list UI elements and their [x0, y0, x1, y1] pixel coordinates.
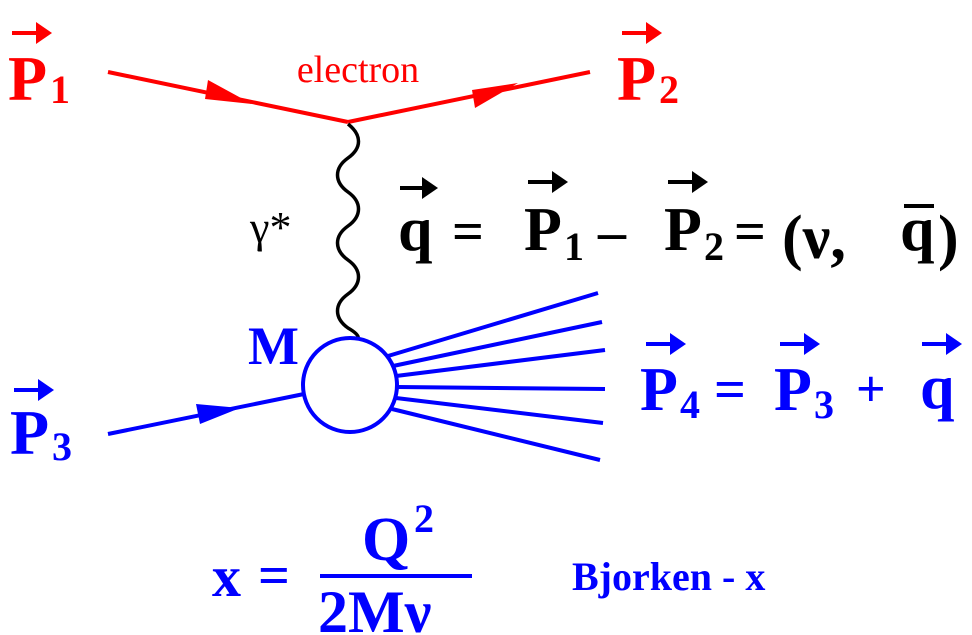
p3-index: 3 [52, 424, 72, 469]
p4-eq-p3-symbol: P [774, 356, 812, 424]
eq-sign-2: = [734, 201, 766, 263]
electron-outgoing-arrowhead [472, 83, 518, 108]
hadron-vertex-blob [301, 336, 399, 434]
bjorken-numerator: Q [362, 506, 410, 574]
p1-index: 1 [50, 67, 70, 112]
tuple-q: q [900, 196, 934, 264]
p3-vector: P 3 [10, 379, 72, 469]
photon-label: γ* [249, 203, 291, 252]
tuple-close: ) [938, 204, 959, 272]
q-eq-p2-index: 2 [704, 224, 724, 269]
plus-sign: + [856, 361, 886, 418]
bjorken-formula: x = Q 2 2Mν Bjorken - x [212, 496, 765, 635]
p4-eq-q-symbol: q [920, 354, 954, 422]
momentum-transfer-equation: q = P 1 – P 2 = (ν, q ) [398, 171, 959, 272]
bjorken-numerator-exp: 2 [414, 496, 434, 541]
p2-index: 2 [659, 67, 679, 112]
p1-vector: P 1 [8, 22, 70, 114]
p1-symbol: P [8, 43, 47, 114]
p2-symbol: P [617, 43, 656, 114]
final-state-jets [387, 291, 606, 462]
p4-index: 4 [680, 382, 700, 427]
p2-vector: P 2 [617, 22, 679, 114]
q-eq-p1-index: 1 [564, 224, 584, 269]
target-incoming-arrowhead [196, 404, 240, 424]
electron-label: electron [297, 49, 419, 91]
photon-wavy-line [335, 122, 361, 346]
p4-eq-p3-index: 3 [814, 382, 834, 427]
electron-incoming-arrowhead [205, 80, 252, 104]
p4-symbol: P [640, 356, 678, 424]
final-state-equation: P 4 = P 3 + q [640, 333, 962, 427]
bjorken-x-symbol: x [212, 544, 241, 609]
q-eq-p1-symbol: P [524, 196, 562, 264]
q-symbol: q [398, 196, 432, 264]
p4-eq-sign: = [714, 359, 746, 421]
eq-sign-1: = [452, 201, 484, 263]
minus-sign: – [597, 201, 627, 263]
p3-symbol: P [10, 397, 49, 468]
tuple-open: (ν, [782, 204, 846, 272]
bjorken-eq-sign: = [258, 545, 290, 607]
q-eq-p2-symbol: P [664, 196, 702, 264]
target-mass-label: M [248, 316, 299, 376]
bjorken-label: Bjorken - x [572, 554, 765, 599]
bjorken-denominator: 2Mν [318, 579, 432, 635]
